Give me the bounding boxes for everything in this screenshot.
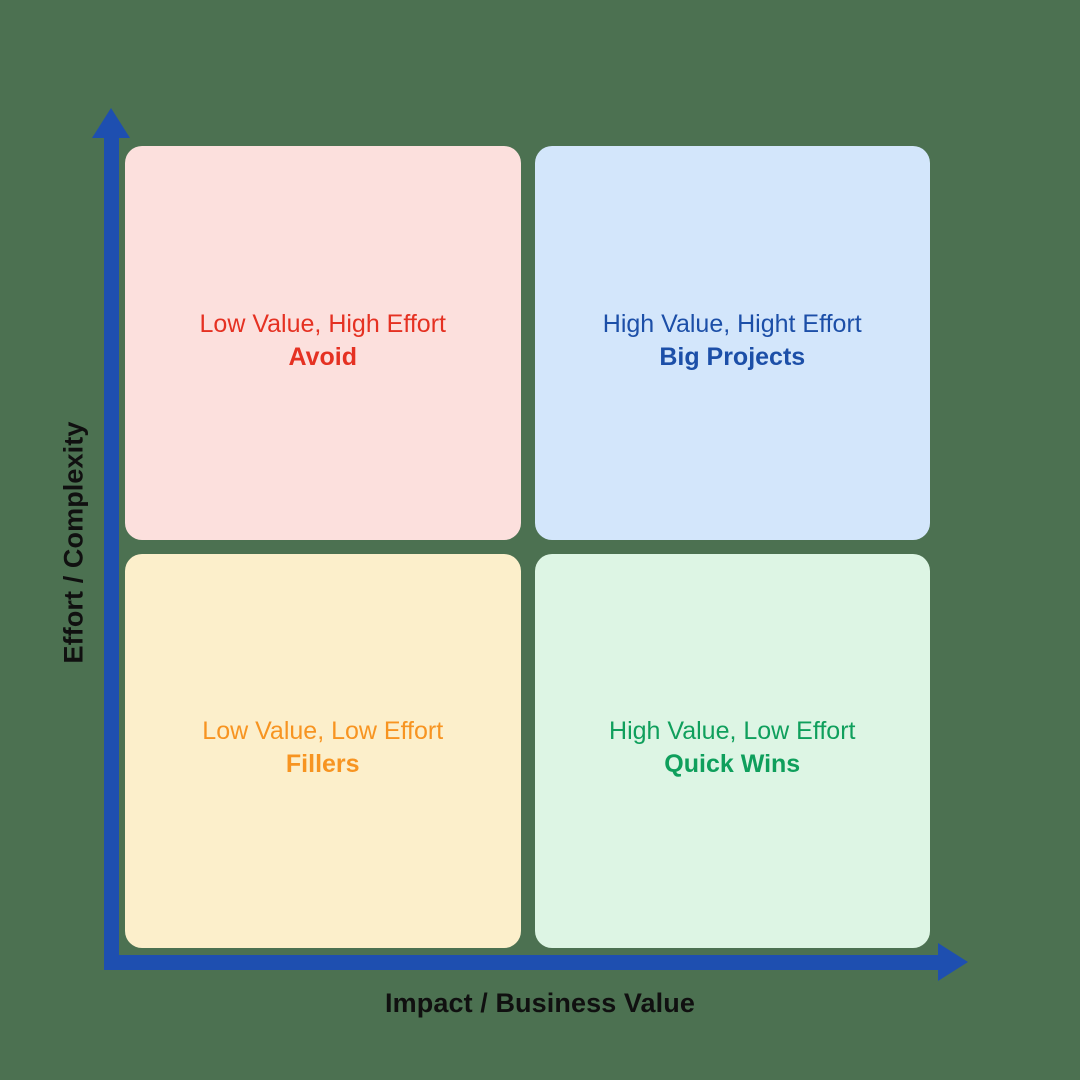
quadrant-quick-wins-label: Quick Wins — [664, 750, 801, 778]
quadrant-quick-wins[interactable]: High Value, Low Effort Quick Wins — [534, 554, 930, 948]
quadrant-grid: Low Value, High Effort Avoid High Value,… — [125, 146, 930, 948]
quadrant-fillers-description: Low Value, Low Effort — [202, 716, 444, 745]
quadrant-avoid-label: Avoid — [288, 343, 358, 371]
quadrant-big-projects-description: High Value, Hight Effort — [602, 309, 862, 338]
y-axis-line — [104, 133, 119, 963]
quadrant-big-projects-label: Big Projects — [659, 343, 806, 371]
quadrant-avoid[interactable]: Low Value, High Effort Avoid — [125, 146, 521, 540]
arrow-up-icon — [92, 108, 130, 138]
arrow-right-icon — [938, 943, 968, 981]
x-axis-title: Impact / Business Value — [385, 988, 695, 1018]
x-axis-line — [104, 955, 950, 970]
quadrant-big-projects[interactable]: High Value, Hight Effort Big Projects — [534, 146, 930, 540]
quadrant-quick-wins-description: High Value, Low Effort — [609, 716, 856, 745]
quadrant-fillers[interactable]: Low Value, Low Effort Fillers — [125, 554, 521, 948]
quadrant-avoid-description: Low Value, High Effort — [199, 309, 446, 338]
quadrant-fillers-label: Fillers — [285, 750, 360, 778]
y-axis-title: Effort / Complexity — [58, 421, 89, 664]
